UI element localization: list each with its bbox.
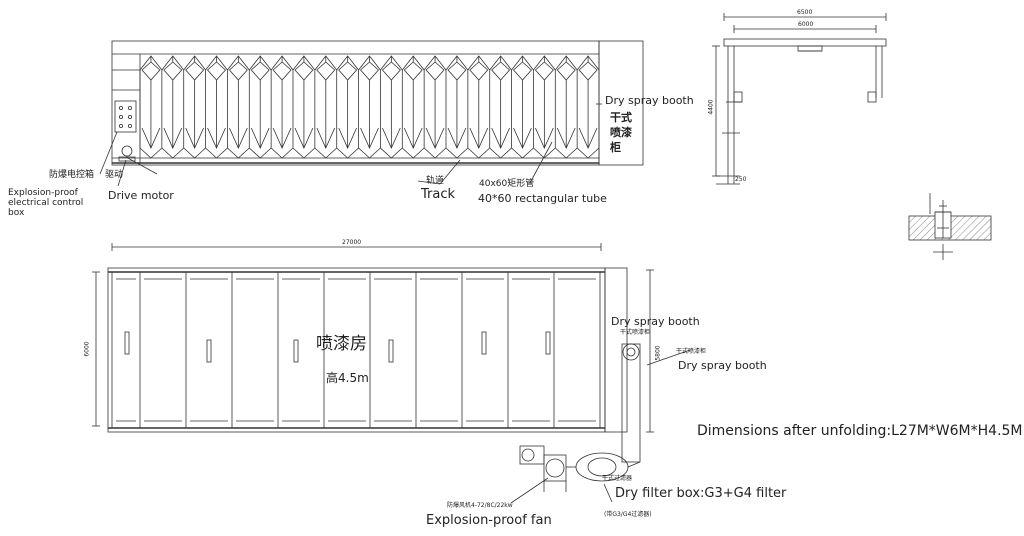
dry-booth-right-label: Dry spray booth: [678, 359, 767, 372]
fan-label: Explosion-proof fan: [426, 513, 552, 528]
dimensions-note: Dimensions after unfolding:L27M*W6M*H4.5…: [697, 423, 1023, 439]
tube-label: 40*60 rectangular tube: [478, 192, 607, 205]
dry-booth-cn-top-label: 干式 喷漆 柜: [610, 111, 632, 154]
track-label: Track: [421, 187, 456, 202]
control-box-en-label: Explosion-proof electrical control box: [8, 188, 84, 218]
front-view: [712, 13, 887, 185]
dim-6000-front: 6000: [798, 21, 814, 28]
filter-label: Dry filter box:G3+G4 filter: [615, 486, 787, 501]
drive-cn-label: 驱动: [105, 170, 124, 180]
filter-cn-label: 干式过滤器: [602, 475, 633, 482]
plan-view: [92, 243, 691, 504]
dry-booth-mid-label: Dry spray booth: [611, 315, 700, 328]
control-box-shape: [114, 100, 137, 133]
control-box-cn-label: 防爆电控箱: [49, 170, 95, 180]
dim-4400: 4400: [707, 99, 715, 115]
fan-cn-label: 防爆风机4-72/8C/22kw: [447, 502, 513, 509]
dim-250: 250: [735, 176, 747, 183]
track-detail: [908, 193, 992, 260]
dry-booth-top-label: Dry spray booth: [605, 94, 694, 107]
tube-cn-label: 40x60矩形管: [479, 179, 535, 189]
drive-motor-label: Drive motor: [108, 189, 174, 202]
dry-booth-cn-right-label: 干式喷漆柜: [676, 348, 707, 355]
room-label: 喷漆房: [316, 334, 367, 354]
dry-booth-cn-mid-label: 干式喷漆柜: [620, 329, 651, 336]
dim-5800: 5800: [654, 345, 662, 361]
filter-sub-label: (带G3/G4过滤器): [604, 511, 652, 518]
dim-6000-plan: 6000: [83, 341, 91, 357]
elevation-view: [99, 40, 644, 187]
dim-6500: 6500: [797, 9, 813, 16]
track-cn-label: 轨道: [426, 176, 445, 186]
drive-motor-shape: [121, 145, 133, 157]
air-duct: [621, 343, 641, 463]
dim-27000: 27000: [342, 239, 362, 246]
room-height-label: 高4.5m: [326, 371, 369, 385]
room-sections: [111, 272, 601, 428]
folding-panels: [139, 55, 600, 159]
fan-shape: [543, 454, 567, 482]
